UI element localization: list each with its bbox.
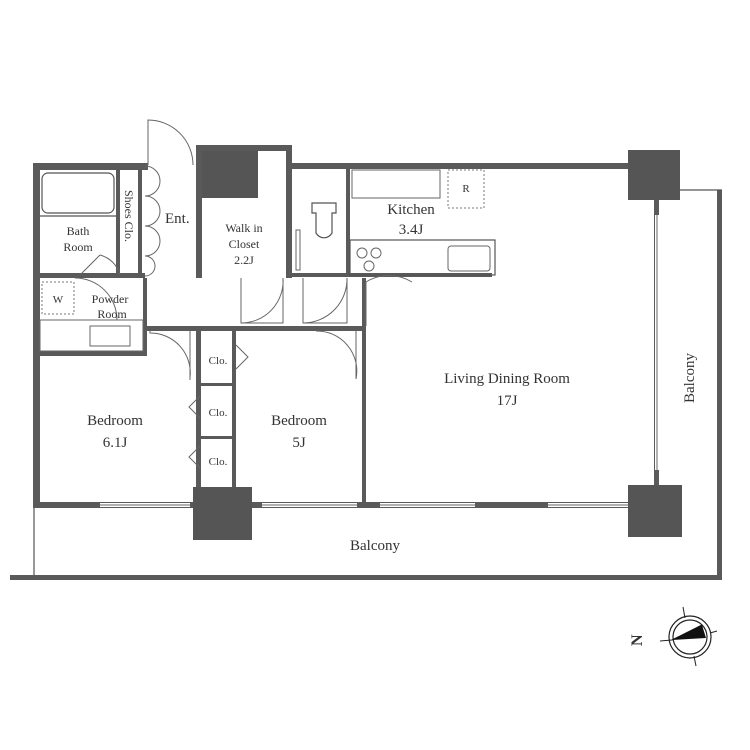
compass-north-label: N xyxy=(629,634,646,646)
column xyxy=(628,485,682,537)
powder-room-label: Powder xyxy=(92,292,129,306)
interior-walls xyxy=(33,169,492,506)
closet-label: Clo. xyxy=(209,355,228,367)
bath-room-label: Bath xyxy=(67,224,90,238)
kitchen-label: Kitchen xyxy=(387,202,435,218)
bedroom-2-label: Bedroom xyxy=(271,413,327,429)
entrance-label: Ent. xyxy=(165,211,190,227)
kitchen-counter xyxy=(349,239,496,276)
kitchen-counter-upper xyxy=(351,169,441,199)
washer-icon xyxy=(41,281,75,315)
refrigerator-label: R xyxy=(462,183,470,195)
ldr-size: 17J xyxy=(497,393,518,409)
bedroom-1-label: Bedroom xyxy=(87,413,143,429)
closet-label: Clo. xyxy=(209,407,228,419)
stove-icon xyxy=(356,247,382,272)
balcony-south-label: Balcony xyxy=(350,538,400,554)
bathtub-icon xyxy=(41,172,115,214)
refrigerator-icon xyxy=(447,169,485,209)
toilet-icon xyxy=(311,202,337,239)
bath-room-label-2: Room xyxy=(63,240,93,254)
vanity-icon xyxy=(39,319,144,352)
column xyxy=(628,150,680,200)
column xyxy=(202,151,258,198)
compass-icon: N xyxy=(629,606,718,667)
walk-in-closet-label-2: Closet xyxy=(229,237,260,251)
walk-in-closet-size: 2.2J xyxy=(234,253,254,267)
kitchen-size: 3.4J xyxy=(399,222,424,238)
balcony-outline xyxy=(10,189,722,580)
shoes-closet-label: Shoes Clo. xyxy=(122,190,136,242)
doors xyxy=(74,119,413,470)
sink-icon xyxy=(447,245,491,272)
bedroom-2-size: 5J xyxy=(292,435,306,451)
ldr-label: Living Dining Room xyxy=(444,371,570,387)
balcony-east-label: Balcony xyxy=(682,353,698,403)
windows xyxy=(100,215,659,507)
washer-label: W xyxy=(53,294,64,306)
powder-room-label-2: Room xyxy=(97,307,127,321)
column xyxy=(193,487,252,540)
closet-label: Clo. xyxy=(209,456,228,468)
walk-in-closet-label: Walk in xyxy=(225,221,262,235)
bedroom-1-size: 6.1J xyxy=(103,435,128,451)
